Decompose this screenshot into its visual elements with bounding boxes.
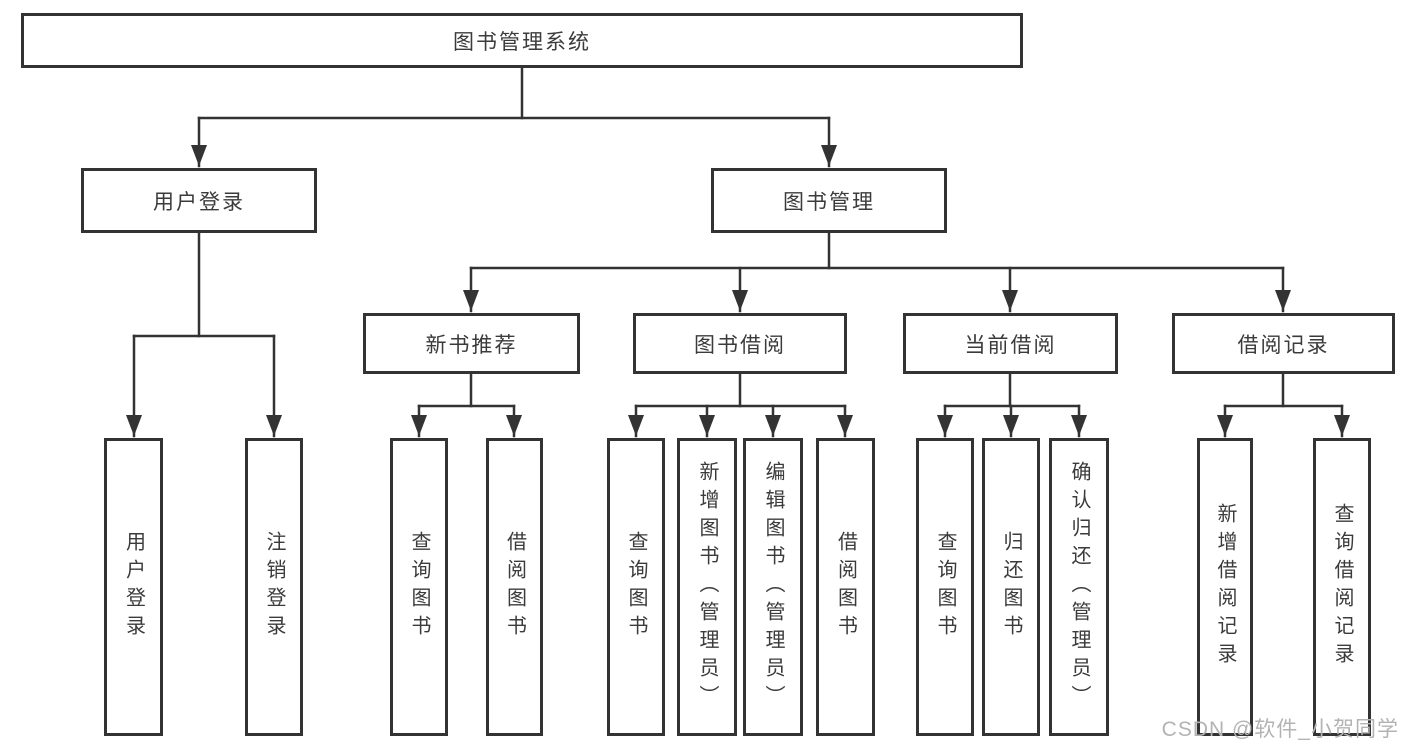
node-user-login-label: 用户登录 bbox=[153, 190, 245, 214]
leaf-borrow-books-2: 借阅图书 bbox=[816, 438, 875, 736]
node-book-management: 图书管理 bbox=[711, 168, 947, 233]
leaf-query-books-2-label: 查询图书 bbox=[625, 531, 647, 643]
leaf-query-books-1: 查询图书 bbox=[390, 438, 448, 736]
leaf-edit-books-admin: 编辑图书（管理员） bbox=[743, 438, 803, 736]
node-book-borrow-label: 图书借阅 bbox=[694, 333, 786, 357]
leaf-logout: 注销登录 bbox=[245, 438, 303, 736]
leaf-borrow-books-1: 借阅图书 bbox=[486, 438, 543, 736]
node-borrow-record-label: 借阅记录 bbox=[1237, 333, 1330, 357]
leaf-confirm-return-admin-label: 确认归还（管理员） bbox=[1068, 461, 1090, 713]
leaf-query-borrow-record-label: 查询借阅记录 bbox=[1331, 503, 1353, 671]
leaf-query-borrow-record: 查询借阅记录 bbox=[1313, 438, 1371, 736]
leaf-add-borrow-record-label: 新增借阅记录 bbox=[1214, 503, 1236, 671]
leaf-query-books-2: 查询图书 bbox=[607, 438, 665, 736]
leaf-confirm-return-admin: 确认归还（管理员） bbox=[1049, 438, 1109, 736]
leaf-query-books-3-label: 查询图书 bbox=[934, 531, 956, 643]
node-new-book-recommend-label: 新书推荐 bbox=[425, 333, 518, 357]
node-new-book-recommend: 新书推荐 bbox=[363, 313, 580, 374]
node-current-borrow: 当前借阅 bbox=[903, 313, 1118, 374]
leaf-add-borrow-record: 新增借阅记录 bbox=[1197, 438, 1253, 736]
node-root-label: 图书管理系统 bbox=[453, 30, 591, 54]
node-book-borrow: 图书借阅 bbox=[633, 313, 847, 374]
node-user-login: 用户登录 bbox=[81, 168, 317, 233]
node-book-management-label: 图书管理 bbox=[783, 190, 875, 214]
leaf-query-books-3: 查询图书 bbox=[916, 438, 974, 736]
leaf-user-login-label: 用户登录 bbox=[122, 531, 145, 643]
leaf-query-books-1-label: 查询图书 bbox=[408, 531, 430, 643]
csdn-watermark: CSDN @软件_小贺同学 bbox=[1161, 718, 1399, 741]
node-current-borrow-label: 当前借阅 bbox=[964, 333, 1057, 357]
leaf-return-books: 归还图书 bbox=[982, 438, 1040, 736]
leaf-borrow-books-1-label: 借阅图书 bbox=[503, 531, 526, 643]
leaf-add-books-admin-label: 新增图书（管理员） bbox=[696, 461, 718, 713]
leaf-edit-books-admin-label: 编辑图书（管理员） bbox=[762, 461, 784, 713]
leaf-borrow-books-2-label: 借阅图书 bbox=[834, 531, 857, 643]
node-borrow-record: 借阅记录 bbox=[1172, 313, 1395, 374]
leaf-user-login: 用户登录 bbox=[104, 438, 163, 736]
leaf-logout-label: 注销登录 bbox=[263, 531, 285, 643]
leaf-return-books-label: 归还图书 bbox=[1000, 531, 1022, 643]
node-root-library-system: 图书管理系统 bbox=[21, 13, 1023, 68]
leaf-add-books-admin: 新增图书（管理员） bbox=[677, 438, 737, 736]
